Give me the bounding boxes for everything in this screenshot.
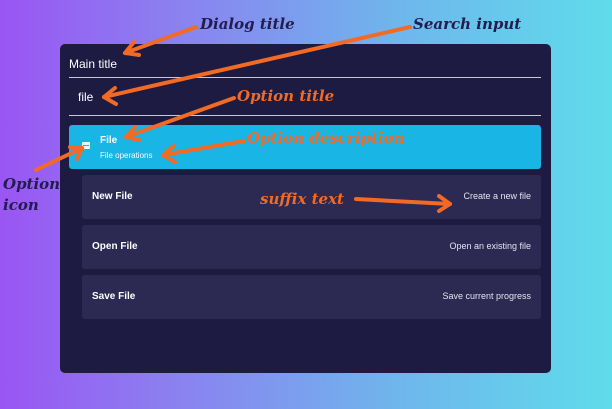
- option-new-file[interactable]: New File Create a new file: [82, 175, 541, 219]
- annotation-option-title: Option title: [237, 87, 335, 105]
- option-open-file[interactable]: Open File Open an existing file: [82, 225, 541, 269]
- annotation-suffix-text: suffix text: [260, 190, 344, 208]
- option-label: Save File: [92, 291, 136, 302]
- annotation-option-description: Option description: [247, 129, 405, 147]
- title-divider: [69, 77, 541, 78]
- annotation-dialog-title: Dialog title: [200, 15, 295, 33]
- search-divider: [69, 115, 541, 116]
- option-suffix: Open an existing file: [449, 241, 531, 251]
- option-suffix: Save current progress: [442, 291, 531, 301]
- option-label: New File: [92, 191, 133, 202]
- option-description: File operations: [100, 151, 153, 160]
- dialog-title: Main title: [69, 57, 118, 71]
- option-label: Open File: [92, 241, 138, 252]
- annotation-option-icon-line1: Option: [3, 175, 61, 193]
- option-title: File: [100, 135, 118, 146]
- annotation-search-input: Search input: [413, 15, 522, 33]
- option-save-file[interactable]: Save File Save current progress: [82, 275, 541, 319]
- annotation-option-icon-line2: icon: [3, 196, 39, 214]
- option-suffix: Create a new file: [463, 191, 531, 201]
- document-icon: [82, 142, 90, 149]
